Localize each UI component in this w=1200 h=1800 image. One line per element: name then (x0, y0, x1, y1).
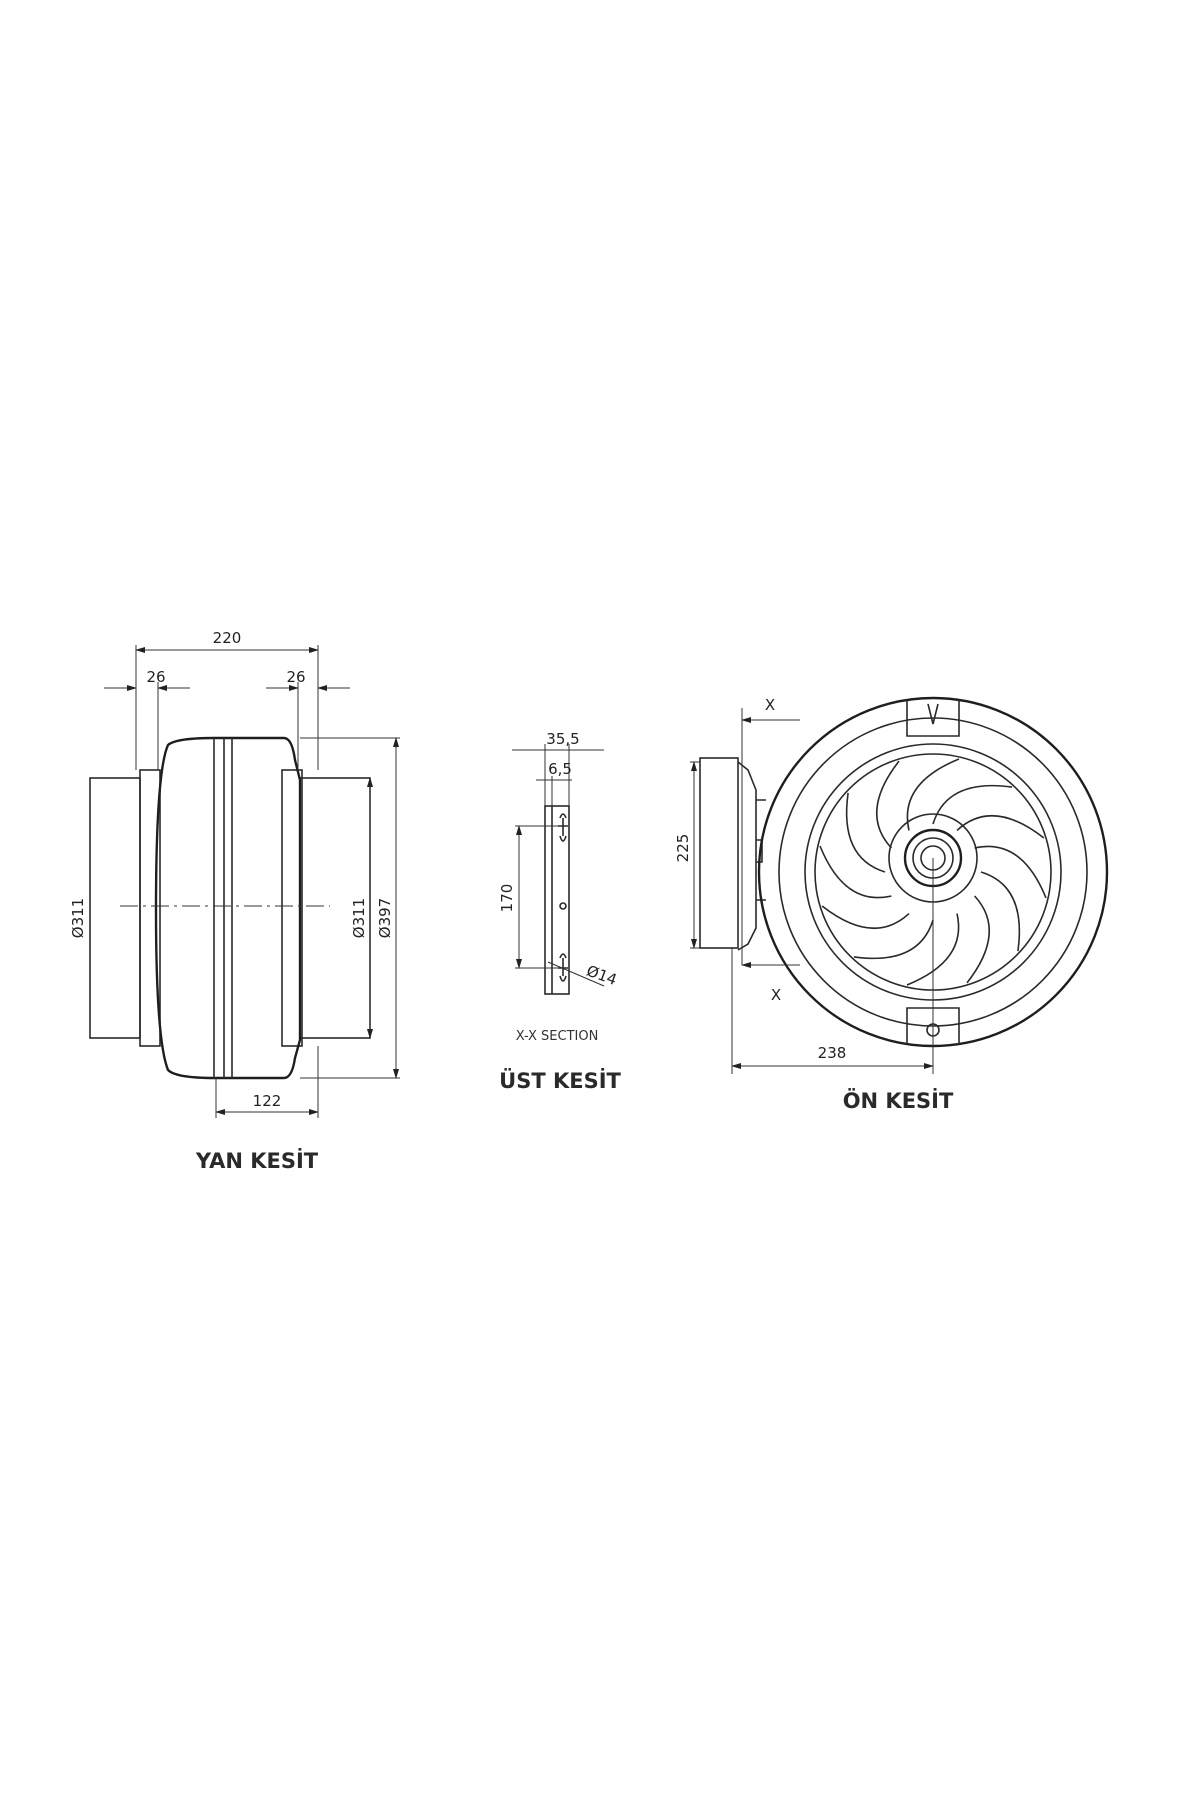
impeller-blade (853, 919, 934, 960)
dim-label-body-diameter: Ø397 (376, 898, 394, 938)
side-view-caption: YAN KESİT (195, 1148, 319, 1173)
side-view: 220 26 26 122 Ø311 Ø311 Ø397 YAN KESİT (69, 629, 400, 1173)
impeller-blade (819, 845, 892, 899)
side-inlet-collar (89, 777, 141, 1039)
impeller-blade (875, 760, 900, 849)
bracket-hole-middle (559, 902, 567, 910)
impeller-blade (966, 895, 991, 984)
dim-label-outlet-diameter: Ø311 (350, 898, 368, 938)
bracket-plate (544, 805, 570, 995)
dim-label-bracket-thickness: 6,5 (548, 760, 572, 778)
impeller-blade (980, 871, 1021, 952)
dim-line-hole-diameter (547, 961, 605, 987)
impeller-blade (974, 845, 1047, 899)
side-right-ring (281, 769, 303, 1047)
impeller-blade (956, 814, 1045, 839)
front-view-caption: ÖN KESİT (843, 1088, 954, 1113)
front-view: X X 225 238 ÖN KESİT (674, 696, 1109, 1113)
front-flange (699, 757, 739, 949)
impeller-blade (906, 758, 960, 831)
top-view-caption: ÜST KESİT (499, 1068, 621, 1093)
front-impeller-blades (819, 758, 1047, 986)
side-body (154, 736, 302, 1080)
dim-label-26-right: 26 (286, 668, 305, 686)
impeller-blade (845, 792, 886, 873)
front-flange-neck (737, 761, 757, 951)
side-left-ring (139, 769, 161, 1047)
dim-label-225: 225 (674, 834, 692, 863)
front-top-slot (927, 703, 939, 725)
section-label: X-X SECTION (516, 1029, 599, 1044)
dim-label-bracket-width: 35,5 (546, 730, 579, 748)
section-marker-top: X (765, 696, 775, 714)
dim-label-inlet-diameter: Ø311 (69, 898, 87, 938)
dim-label-122: 122 (253, 1092, 282, 1110)
impeller-blade (821, 905, 910, 930)
section-marker-bottom: X (771, 986, 781, 1004)
dim-label-26-left: 26 (146, 668, 165, 686)
bracket-slot-bottom (558, 953, 568, 982)
dim-label-238: 238 (818, 1044, 847, 1062)
impeller-blade (906, 913, 960, 986)
bracket-slot-top (558, 813, 568, 842)
front-top-tab (906, 700, 960, 737)
top-view: 35,5 6,5 170 Ø14 X-X SECTION ÜST KESİT (498, 730, 622, 1093)
impeller-blade (932, 784, 1013, 825)
dim-label-220: 220 (213, 629, 242, 647)
dim-label-hole-spacing: 170 (498, 884, 516, 913)
